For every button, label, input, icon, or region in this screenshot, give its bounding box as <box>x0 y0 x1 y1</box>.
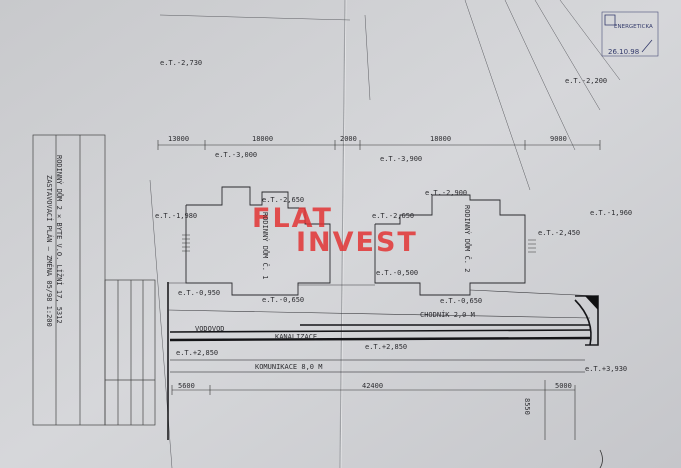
elev-17: e.T.-2,200 <box>565 77 608 85</box>
elev-6: e.T.-1,980 <box>155 212 198 220</box>
elev-2: e.T.-3,900 <box>380 155 423 163</box>
dim-2: 18000 <box>252 135 274 143</box>
elev-13: e.T.+2,850 <box>176 349 219 357</box>
approval-stamp: ENERGETICKA 26.10.98 <box>600 10 660 60</box>
utility-lines <box>169 299 592 373</box>
elev-14: e.T.+2,850 <box>365 343 408 351</box>
sidewalk-label: CHODNÍK 2,0 M <box>420 311 475 319</box>
elev-5: e.T.-2,900 <box>425 189 468 197</box>
utility-label-water: VODOVOD <box>195 325 225 333</box>
elev-8: e.T.-2,450 <box>538 229 581 237</box>
elev-7: e.T.-1,960 <box>590 209 633 217</box>
title-block <box>32 134 156 426</box>
dim-5: 9000 <box>550 135 567 143</box>
dim-3: 2000 <box>340 135 357 143</box>
dim-9: 8550 <box>523 398 531 415</box>
watermark-line-1: FLAT <box>252 203 333 234</box>
room-label-house-1: RODINNÝ DŮM Č. 1 <box>261 212 269 280</box>
road-label: KOMUNIKACE 8,0 M <box>255 363 323 371</box>
title-house: RODINNÝ DŮM 2 × BYTE V.O. LÍŽNÍ 17, 5312 <box>55 155 63 324</box>
house-2-outline <box>374 194 526 296</box>
dim-1: 13000 <box>168 135 190 143</box>
stamp-org: ENERGETICKA <box>614 24 653 30</box>
dim-6: 5600 <box>178 382 195 390</box>
elev-3: e.T.-2,650 <box>262 196 305 204</box>
dim-8: 5000 <box>555 382 572 390</box>
house-1-outline <box>185 186 331 296</box>
stamp-logo-icon <box>601 11 659 57</box>
elev-4: e.T.-2,650 <box>372 212 415 220</box>
elev-9: e.T.-0,950 <box>178 289 221 297</box>
room-label-house-2: RODINNÝ DŮM Č. 2 <box>463 205 471 273</box>
dim-4: 18000 <box>430 135 452 143</box>
elev-10: e.T.-0,650 <box>262 296 305 304</box>
elev-1: e.T.-3,000 <box>215 151 258 159</box>
elev-16: e.T.-2,730 <box>160 59 203 67</box>
watermark-line-2: INVEST <box>296 227 418 258</box>
elev-15: e.T.+3,930 <box>585 365 628 373</box>
title-plan: ZASTAVOVACÍ PLÁN – ZMĚNA 05/98 1:200 <box>45 175 53 327</box>
top-dimension <box>157 140 601 150</box>
stamp-date: 26.10.98 <box>608 48 640 56</box>
utility-label-sewer: KANALIZACE <box>275 333 318 341</box>
elev-11: e.T.-0,650 <box>440 297 483 305</box>
dim-7: 42400 <box>362 382 384 390</box>
elev-12: e.T.-0,500 <box>376 269 419 277</box>
